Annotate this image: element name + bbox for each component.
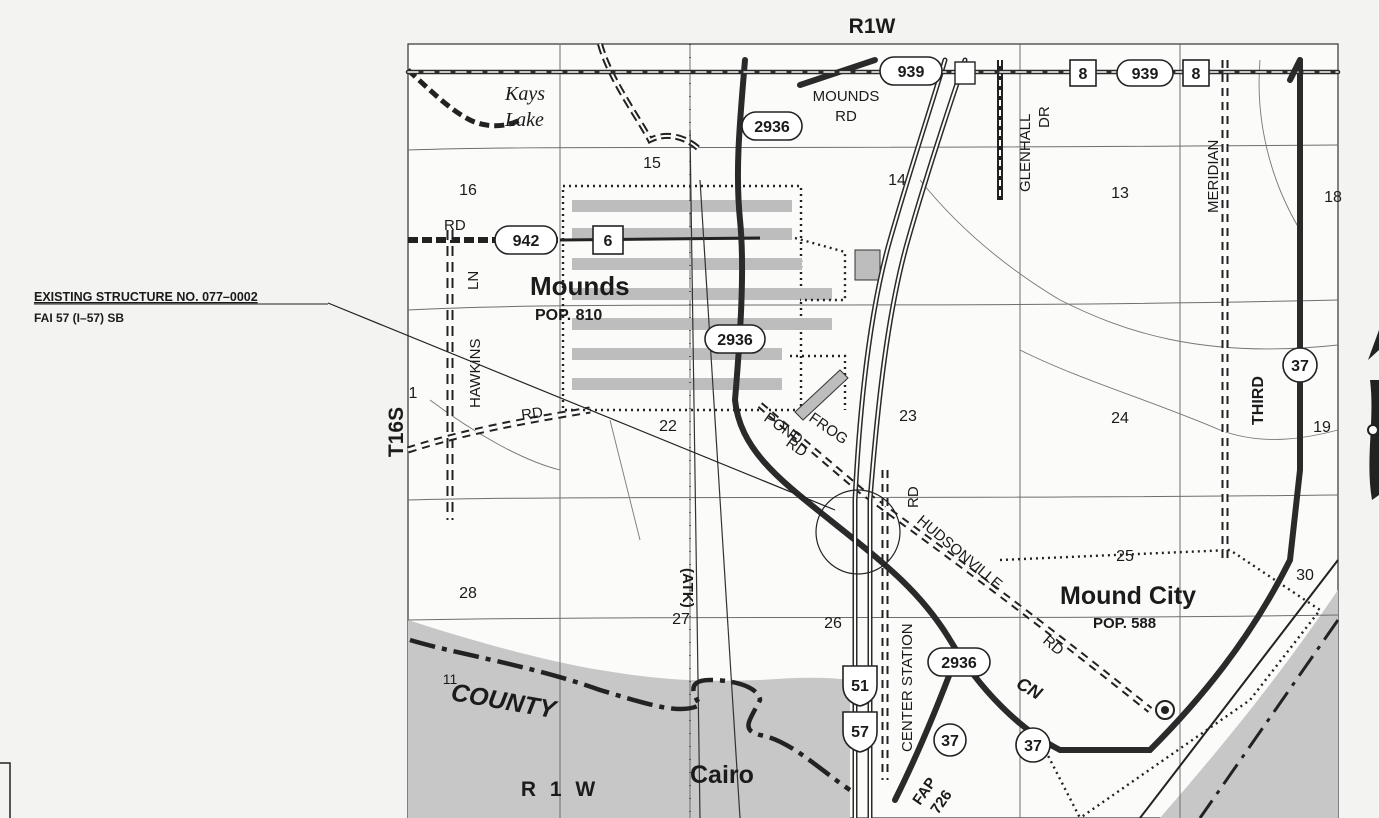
- svg-text:15: 15: [643, 155, 661, 172]
- cairo-label: Cairo: [690, 761, 754, 789]
- svg-text:6: 6: [604, 233, 613, 250]
- urban-block-frog: [794, 369, 849, 421]
- road-hawkins-ln: LN: [465, 271, 482, 290]
- svg-text:939: 939: [898, 64, 925, 81]
- svg-text:26: 26: [824, 615, 842, 632]
- county-line: [409, 637, 852, 792]
- road-third: THIRD: [1250, 376, 1267, 425]
- railroad-east: [1139, 559, 1340, 818]
- oval-shield-37b: 37: [933, 723, 967, 757]
- section-numbers: 16 15 14 13 18 22 23 24 19 28 27 26 25 3…: [409, 155, 1342, 687]
- mound-city-label: Mound City: [1060, 582, 1196, 610]
- range-label-bottom: R 1 W: [521, 778, 599, 801]
- svg-text:11: 11: [443, 671, 458, 687]
- svg-text:18: 18: [1324, 189, 1342, 206]
- lake-label-2: Lake: [504, 109, 544, 131]
- svg-text:51: 51: [851, 678, 869, 695]
- us-shield-57: 57: [842, 711, 878, 753]
- road-rd-left: RD: [444, 217, 466, 234]
- mounds-pop: POP. 810: [535, 307, 602, 324]
- svg-text:23: 23: [899, 408, 917, 425]
- svg-text:8: 8: [1079, 66, 1088, 83]
- road-glenhall-2: DR: [1036, 106, 1053, 128]
- structure-leader-line: [327, 302, 836, 511]
- atk-label: (ATK): [679, 568, 696, 608]
- svg-text:14: 14: [888, 172, 906, 189]
- us-shield-51: 51: [842, 665, 878, 707]
- oval-shield-942: 942: [494, 225, 558, 255]
- mound-city-pop: POP. 588: [1093, 615, 1156, 632]
- river-ohio-east: [1160, 590, 1338, 818]
- svg-text:30: 30: [1296, 567, 1314, 584]
- svg-text:28: 28: [459, 585, 477, 602]
- railroads: [406, 43, 1229, 818]
- road-center-station: CENTER STATION: [899, 623, 916, 752]
- svg-text:27: 27: [672, 611, 690, 628]
- svg-text:8: 8: [1192, 66, 1201, 83]
- svg-text:24: 24: [1111, 410, 1129, 427]
- north-arrow-icon: [1367, 330, 1379, 500]
- oval-shield-2936a: 2936: [741, 111, 803, 141]
- river-ohio: [408, 620, 850, 818]
- oval-shield-37c: 37: [1015, 727, 1051, 763]
- svg-text:37: 37: [1024, 738, 1042, 755]
- oval-shield-2936c: 2936: [927, 647, 991, 677]
- road-rd-mid: RD: [520, 404, 544, 424]
- urban-annex-2: [790, 354, 847, 410]
- road-glenhall-1: GLENHALL: [1017, 114, 1034, 192]
- mound-city-seat-dot: [1161, 706, 1169, 714]
- svg-text:57: 57: [851, 724, 869, 741]
- svg-text:939: 939: [1132, 66, 1159, 83]
- oval-shield-939b: 939: [1116, 59, 1174, 87]
- svg-text:16: 16: [459, 182, 477, 199]
- existing-structure-circle: [815, 489, 901, 575]
- mounds-label: Mounds: [530, 271, 630, 301]
- lake-label-1: Kays: [504, 83, 545, 105]
- road-hawkins: HAWKINS: [467, 339, 484, 408]
- section-grid: [407, 44, 1339, 818]
- oval-shield-37a: 37: [1282, 347, 1318, 383]
- svg-text:37: 37: [1291, 358, 1309, 375]
- road-center-station-rd: RD: [905, 486, 922, 508]
- svg-text:1: 1: [409, 385, 418, 402]
- structure-subtitle: FAI 57 (I–57) SB: [34, 311, 124, 325]
- range-label-top: R1W: [849, 15, 896, 38]
- svg-text:25: 25: [1116, 548, 1134, 565]
- svg-text:22: 22: [659, 418, 677, 435]
- urban-south-boundary: [1038, 739, 1082, 818]
- square-shield-8b: 8: [1182, 59, 1210, 87]
- road-meridian: MERIDIAN: [1205, 140, 1222, 213]
- structure-title: EXISTING STRUCTURE NO. 077–0002: [34, 290, 258, 304]
- svg-text:13: 13: [1111, 185, 1129, 202]
- svg-text:942: 942: [513, 233, 540, 250]
- oval-shield-939a: 939: [879, 56, 943, 86]
- svg-text:2936: 2936: [754, 119, 790, 136]
- interchange-box: [954, 61, 976, 85]
- oval-shield-2936b: 2936: [704, 324, 766, 354]
- urban-annex: [794, 236, 847, 302]
- urban-block-ne: [854, 249, 881, 281]
- svg-text:2936: 2936: [941, 655, 977, 672]
- township-label: T16S: [385, 407, 408, 457]
- svg-text:2936: 2936: [717, 332, 753, 349]
- svg-text:19: 19: [1313, 419, 1331, 436]
- road-mounds-2: RD: [835, 108, 857, 125]
- road-mounds-1: MOUNDS: [813, 88, 880, 105]
- sheet-border-fragment: [0, 762, 11, 818]
- square-shield-6: 6: [592, 225, 624, 255]
- svg-text:37: 37: [941, 733, 959, 750]
- square-shield-8a: 8: [1069, 59, 1097, 87]
